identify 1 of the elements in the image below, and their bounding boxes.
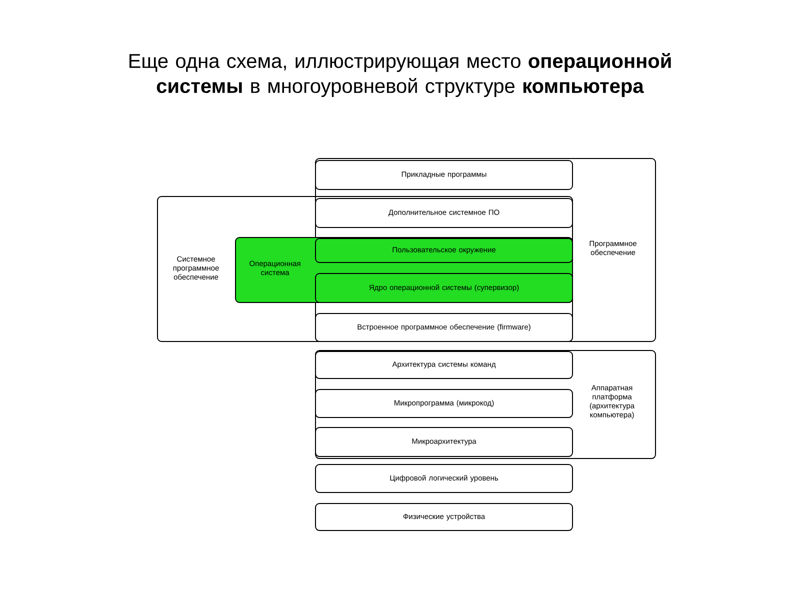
title: Еще одна схема, иллюстрирующая место операционной системы в многоуровневой структуре компьютера: [130, 52, 671, 98]
